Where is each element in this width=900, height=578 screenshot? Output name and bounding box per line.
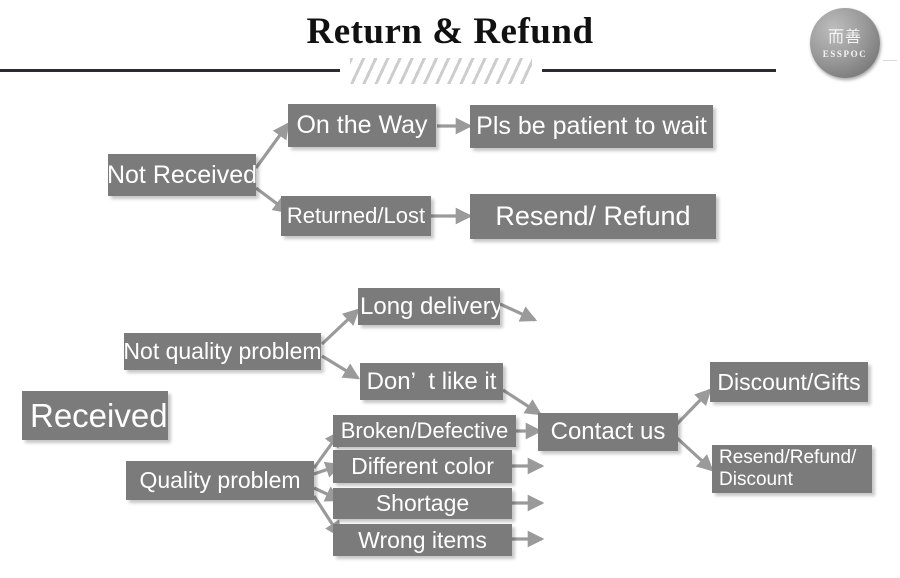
node-different-color[interactable]: Different color: [333, 450, 512, 483]
node-not-received[interactable]: Not Received: [108, 154, 256, 196]
node-broken-defective[interactable]: Broken/Defective: [333, 415, 516, 447]
node-contact-us[interactable]: Contact us: [538, 413, 678, 451]
divider-hatch-icon: [350, 58, 532, 84]
divider-rule-right: [542, 69, 776, 72]
node-returned-lost[interactable]: Returned/Lost: [281, 196, 431, 236]
page-title: Return & Refund: [306, 11, 594, 52]
brand-logo-cjk: 而善: [827, 26, 862, 46]
divider-rule-left: [0, 69, 340, 72]
node-wrong-items[interactable]: Wrong items: [333, 524, 512, 556]
brand-logo: 而善 ESSPOC: [810, 8, 880, 78]
node-resend-refund[interactable]: Resend/ Refund: [470, 194, 716, 239]
node-discount-gifts[interactable]: Discount/Gifts: [710, 362, 868, 402]
node-dont-like-it[interactable]: Don’ t like it: [360, 363, 503, 400]
node-received[interactable]: Received: [22, 391, 168, 440]
slide-edge-mark: [883, 60, 897, 61]
node-on-the-way[interactable]: On the Way: [288, 104, 436, 147]
node-shortage[interactable]: Shortage: [333, 488, 512, 519]
brand-logo-roman: ESSPOC: [822, 48, 868, 59]
node-not-quality-problem[interactable]: Not quality problem: [124, 333, 321, 370]
node-resend-refund-discount[interactable]: Resend/Refund/ Discount: [712, 445, 872, 493]
node-pls-be-patient-to-wait[interactable]: Pls be patient to wait: [470, 105, 713, 148]
node-long-delivery[interactable]: Long delivery: [358, 288, 500, 325]
node-quality-problem[interactable]: Quality problem: [126, 461, 314, 500]
